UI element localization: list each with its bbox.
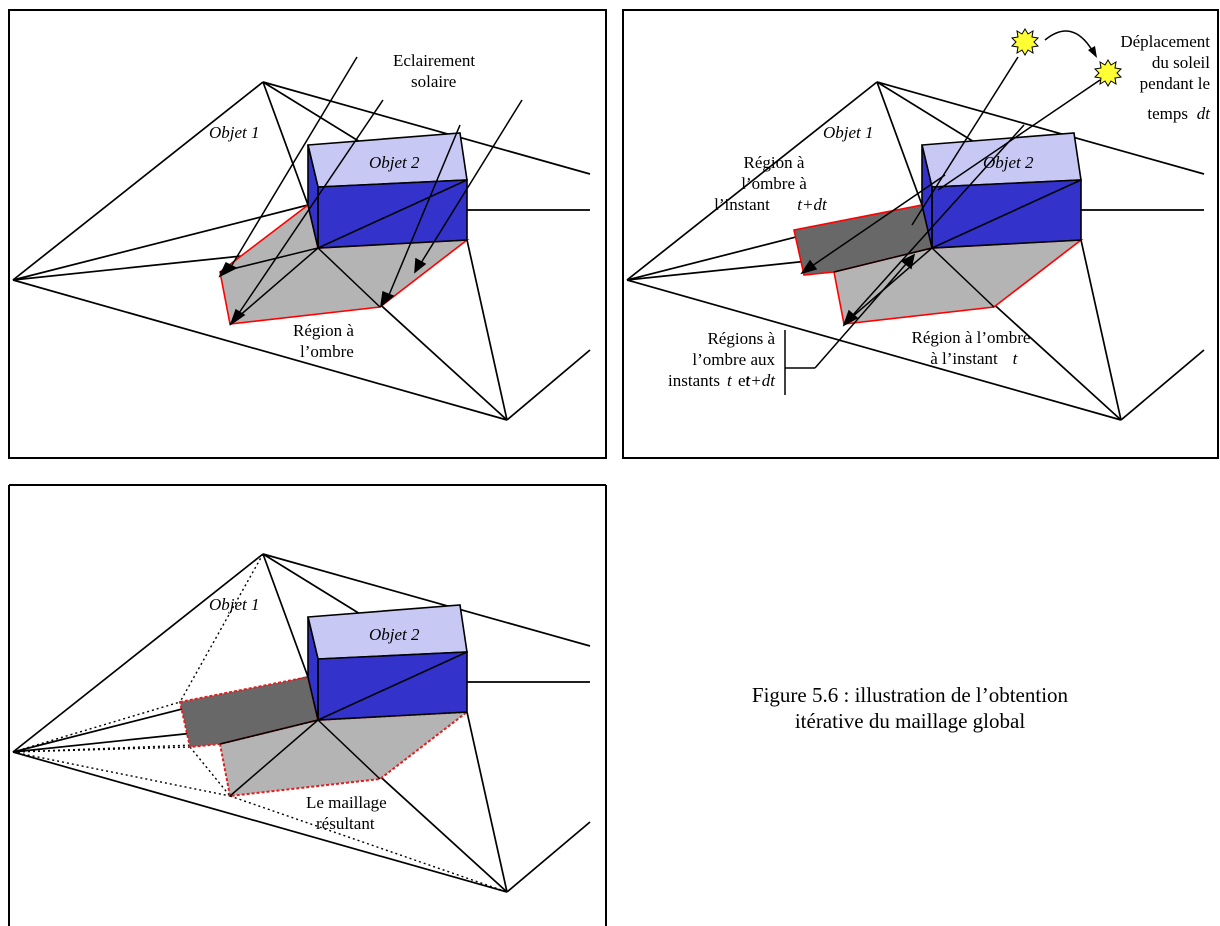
svg-text:t+dt: t+dt [746,371,777,390]
label-solaire: solaire [411,72,456,91]
sun-icon [1010,28,1123,87]
box-object-2 [307,604,468,721]
sun-icon-end [1093,59,1123,87]
svg-text:instants: instants [668,371,720,390]
svg-text:t+dt: t+dt [797,195,828,214]
svg-text:l’instant: l’instant [714,195,770,214]
label-region-line2: l’ombre [300,342,354,361]
label-region-line1: Région à [293,321,354,340]
terrain-mesh [12,81,591,421]
label-maillage-line1: Le maillage [306,793,387,812]
label-objet-2: Objet 2 [369,153,420,172]
figure-caption: Figure 5.6 : illustration de l’obtention… [690,682,1130,734]
panel-frame [8,9,607,459]
svg-text:Région à: Région à [744,153,805,172]
svg-text:t: t [1013,349,1019,368]
label-maillage-line2: résultant [316,814,375,833]
svg-text:temps: temps [1147,104,1188,123]
box-object-2 [307,132,468,249]
svg-text:pendant le: pendant le [1140,74,1210,93]
label-objet-1: Objet 1 [823,123,874,142]
label-eclairement: Eclairement [393,51,475,70]
svg-text:l’ombre à: l’ombre à [741,174,807,193]
label-regions: Régions à l’ombre aux instants t et t+dt [668,329,776,390]
label-objet-1: Objet 1 [209,123,260,142]
svg-text:et: et [738,371,751,390]
panel-sun-displacement: Objet 1 Objet 2 Déplacement du soleil pe… [622,9,1219,459]
svg-text:Régions à: Régions à [707,329,775,348]
svg-text:dt: dt [1197,104,1212,123]
svg-text:du soleil: du soleil [1152,53,1210,72]
shadow-inner-lines [833,247,995,325]
svg-text:l’ombre aux: l’ombre aux [692,350,775,369]
svg-text:Région à l’ombre: Région à l’ombre [912,328,1031,347]
label-deplacement: Déplacement du soleil pendant le dt temp… [1120,32,1211,123]
caption-line-2: itérative du maillage global [794,709,1026,733]
sun-rays [218,56,523,326]
svg-text:t: t [727,371,733,390]
shadow-inner-lines [219,719,381,797]
caption-line-1: Figure 5.6 : illustration de l’obtention [751,683,1069,707]
panel-shadow-region: Objet 1 Objet 2 Eclairement solaire Régi… [8,9,607,459]
mesh-dotted-lines [12,553,508,893]
label-region-t: Région à l’ombre à l’instant t [912,328,1031,368]
label-objet-1: Objet 1 [209,595,260,614]
panel-resulting-mesh: Objet 1 Objet 2 Le maillage résultant [8,484,607,926]
curved-arrow [1044,30,1093,51]
svg-text:Déplacement: Déplacement [1120,32,1210,51]
sun-icon-start [1010,28,1040,56]
curved-arrow-head [1088,46,1097,58]
panel-frame [622,9,1219,459]
sun-rays [800,56,1101,327]
label-objet-2: Objet 2 [369,625,420,644]
label-objet-2: Objet 2 [983,153,1034,172]
svg-text:à l’instant: à l’instant [930,349,998,368]
regions-bracket [784,253,916,395]
label-region-t-dt: Région à l’ombre à l’instant t+dt [714,153,828,214]
